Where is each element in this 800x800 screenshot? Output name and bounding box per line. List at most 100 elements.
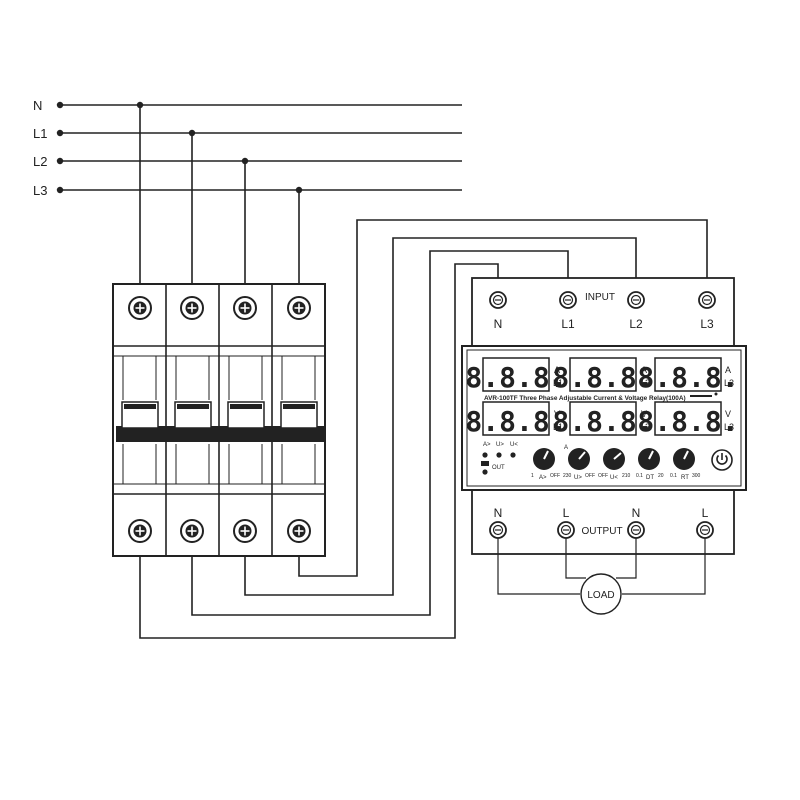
input-label-l2: L2	[629, 317, 643, 331]
breaker-toggle[interactable]	[116, 426, 324, 442]
knob-scale-name-2: U>	[574, 475, 582, 481]
out-led	[482, 469, 488, 475]
svg-text:8.8.8.: 8.8.8.	[465, 361, 566, 394]
knob-scale-max-1: OFF	[550, 473, 560, 479]
power-icon	[716, 453, 728, 465]
knob-scale-min-5: 0.1	[670, 473, 677, 479]
display-voltage-l2: 8.8.8.	[552, 401, 654, 438]
unit-voltage-l1: V	[554, 409, 560, 419]
phase-voltage-l3: L3	[724, 422, 734, 432]
display-current-l3: 8.8.8.	[637, 357, 739, 394]
display-voltage-l3: 8.8.8.	[637, 401, 739, 438]
bus-label-l1: L1	[33, 126, 47, 141]
knob-voltage-over[interactable]	[568, 448, 590, 470]
bus-terminal-l3	[56, 186, 64, 194]
unit-voltage-l2: V	[641, 409, 647, 419]
knob-scale-name-3: U<	[610, 475, 618, 481]
indicator-label-u-under: U<	[510, 442, 518, 448]
input-label-l1: L1	[561, 317, 575, 331]
knob-top-label: A	[564, 445, 568, 451]
breaker-feed-wires	[139, 105, 300, 284]
breaker-screw-bottom-1	[128, 519, 152, 543]
breaker-screw-bottom-2	[180, 519, 204, 543]
bus-label-n: N	[33, 98, 42, 113]
knob-scale-max-5: 300	[692, 473, 701, 479]
svg-text:8.8.8.: 8.8.8.	[552, 405, 653, 438]
wire-l2	[244, 237, 637, 596]
bus-terminal-l1	[56, 129, 64, 137]
breaker-screw-top-2	[180, 296, 204, 320]
output-terminal-n2	[627, 521, 645, 539]
input-title: INPUT	[585, 292, 615, 303]
input-terminal-l2	[627, 291, 645, 309]
output-title: OUTPUT	[581, 526, 622, 537]
load-wires	[497, 538, 706, 595]
bus-label-l3: L3	[33, 183, 47, 198]
breaker-screw-top-3	[233, 296, 257, 320]
input-label-l3: L3	[700, 317, 714, 331]
output-label-l1: L	[563, 506, 570, 520]
breaker-to-relay-wires	[139, 219, 708, 639]
model-text: AVR-100TF Three Phase Adjustable Current…	[484, 395, 686, 402]
output-label-n2: N	[632, 506, 641, 520]
output-label-n1: N	[494, 506, 503, 520]
knob-scale-max-2: OFF	[585, 473, 595, 479]
svg-text:8.8.8.: 8.8.8.	[637, 405, 738, 438]
breaker-screw-top-1	[128, 296, 152, 320]
phase-voltage-l2: L2	[640, 422, 650, 432]
knob-scale-min-1: 1	[531, 473, 534, 479]
unit-current-l3: A	[725, 365, 731, 375]
display-voltage-l1: 8.8.8.	[465, 401, 567, 438]
svg-text:8.8.8.: 8.8.8.	[465, 405, 566, 438]
input-terminal-n	[489, 291, 507, 309]
output-terminal-l2	[696, 521, 714, 539]
load: LOAD	[580, 573, 622, 615]
bus-terminal-n	[56, 101, 64, 109]
wire-l1	[191, 250, 569, 616]
knob-scale-min-2: 230	[563, 473, 572, 479]
input-terminal-l1	[559, 291, 577, 309]
out-label: OUT	[492, 465, 505, 471]
knob-scale-max-4: 20	[658, 473, 664, 479]
circuit-breaker	[112, 283, 326, 557]
knob-scale-max-3: 210	[622, 473, 631, 479]
knob-current-over[interactable]	[533, 448, 555, 470]
breaker-screw-top-4	[287, 296, 311, 320]
knob-delay-time[interactable]	[638, 448, 660, 470]
indicator-label-a-over: A>	[483, 442, 491, 448]
load-label: LOAD	[587, 590, 614, 601]
voltage-relay: INPUT N L1 L2 L3 N L N L OUTPUT 8.8.8. 8…	[461, 277, 747, 555]
bus-label-l2: L2	[33, 154, 47, 169]
unit-current-l1: A	[554, 365, 560, 375]
indicator-led-u-over	[496, 452, 502, 458]
input-terminal-l3	[698, 291, 716, 309]
knob-recovery-time[interactable]	[673, 448, 695, 470]
set-indicator-icon	[481, 461, 489, 466]
phase-current-l2: L2	[640, 378, 650, 388]
phase-current-l3: L3	[724, 378, 734, 388]
svg-text:8.8.8.: 8.8.8.	[552, 361, 653, 394]
breaker-screw-bottom-4	[287, 519, 311, 543]
phase-voltage-l1: L1	[553, 422, 563, 432]
power-button[interactable]	[711, 449, 733, 471]
indicator-label-u-over: U>	[496, 442, 504, 448]
brand-logo	[690, 392, 718, 397]
knob-scale-name-1: A>	[539, 475, 547, 481]
unit-current-l2: A	[641, 365, 647, 375]
svg-text:8.8.8.: 8.8.8.	[637, 361, 738, 394]
display-current-l1: 8.8.8.	[465, 357, 567, 394]
knob-voltage-under[interactable]	[603, 448, 625, 470]
display-current-l2: 8.8.8.	[552, 357, 654, 394]
input-label-n: N	[494, 317, 503, 331]
breaker-screw-bottom-3	[233, 519, 257, 543]
output-label-l2: L	[702, 506, 709, 520]
indicator-led-a-over	[482, 452, 488, 458]
knob-scale-min-4: 0.1	[636, 473, 643, 479]
phase-current-l1: L1	[553, 378, 563, 388]
knob-scale-min-3: OFF	[598, 473, 608, 479]
wire-n	[139, 263, 499, 639]
output-terminal-n1	[489, 521, 507, 539]
supply-bus	[60, 104, 462, 191]
wire-l3	[298, 219, 708, 577]
